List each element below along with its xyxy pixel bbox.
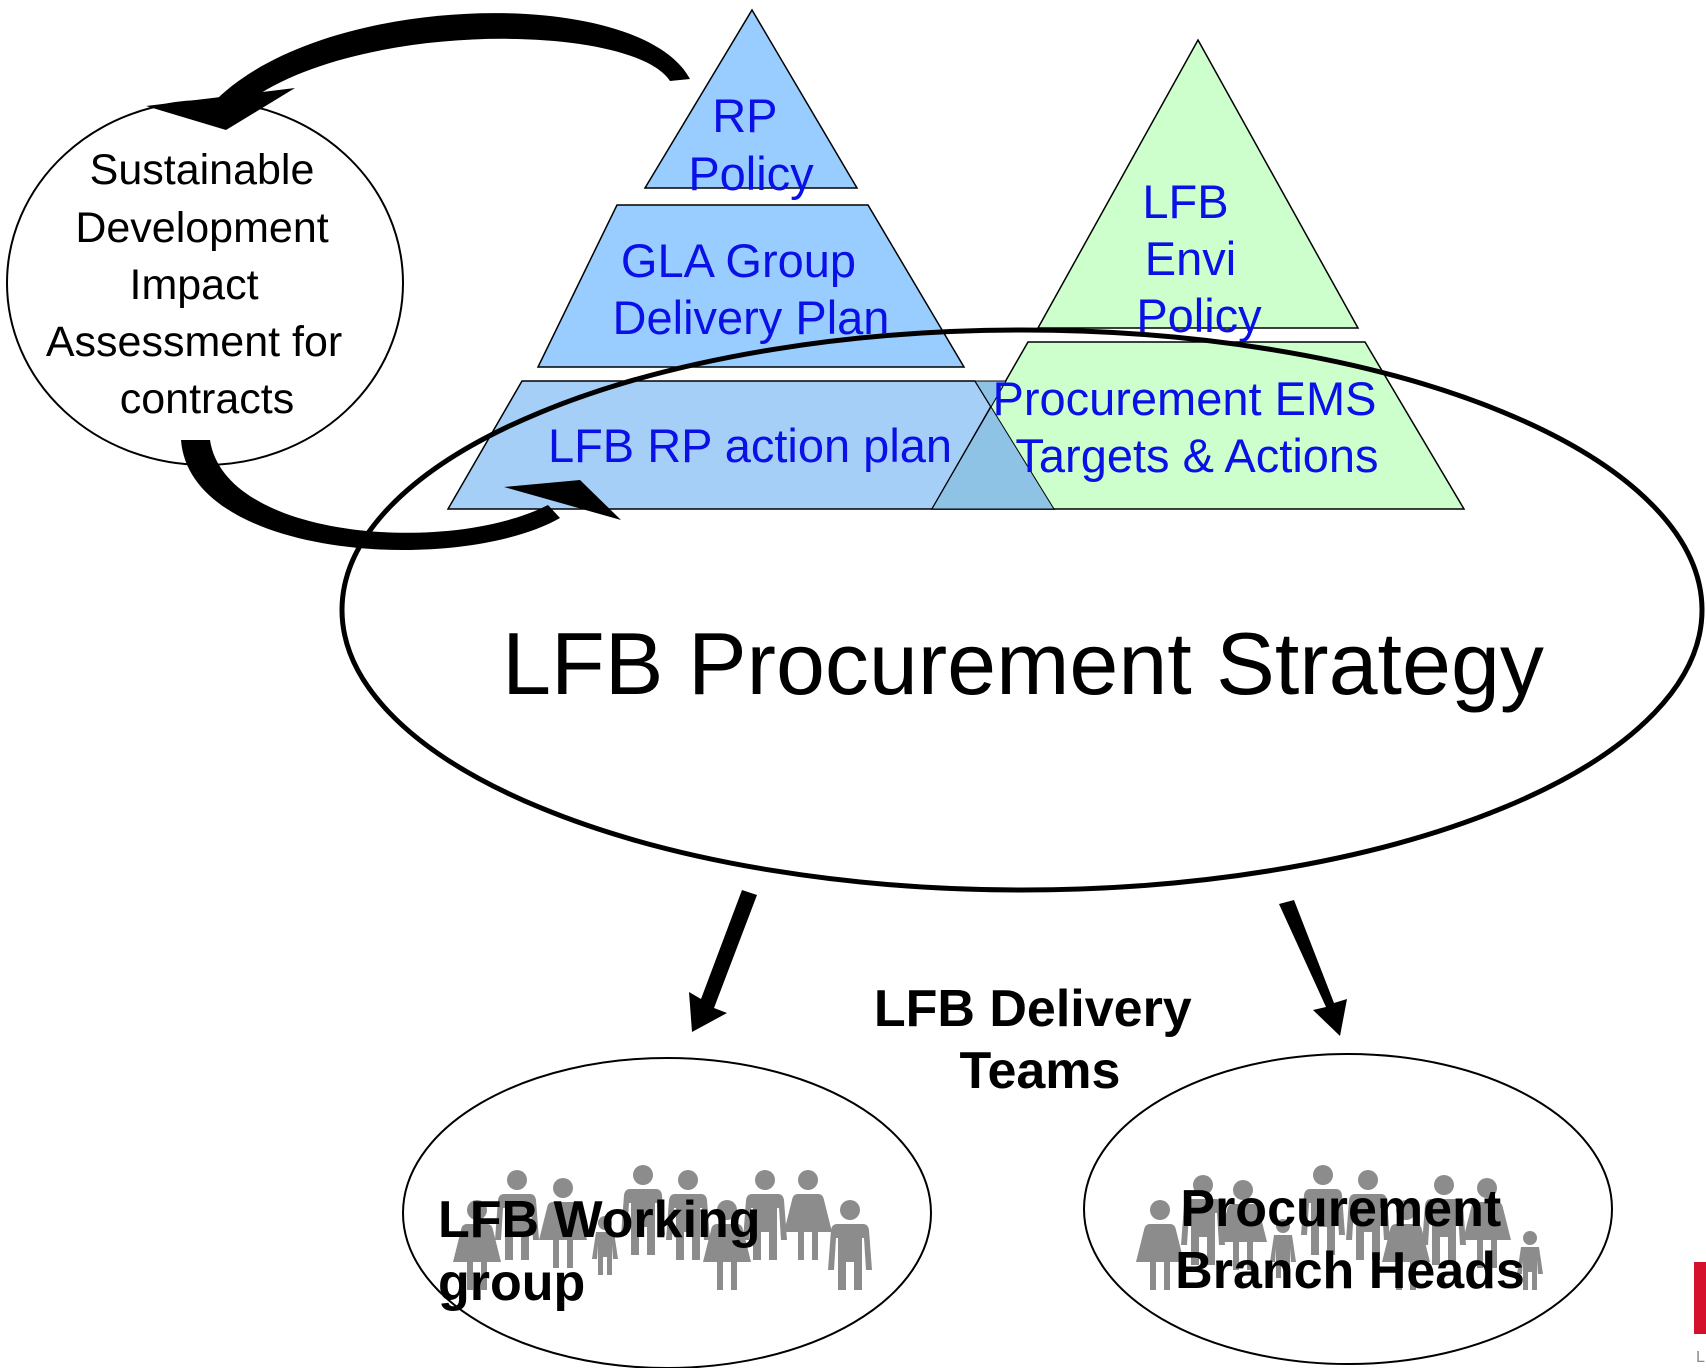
procurement-ems-label: Procurement EMS Targets & Actions — [992, 372, 1389, 482]
curved-arrow-to-rp-plan — [181, 440, 560, 551]
brand-logo-mark — [1694, 1262, 1706, 1334]
curved-arrow-to-sd — [212, 13, 690, 115]
gla-delivery-plan-tier — [536, 204, 966, 368]
branch-heads-ellipse — [1083, 1053, 1613, 1365]
curved-arrow-to-sd-head — [146, 88, 295, 130]
lfb-rp-action-plan-label: LFB RP action plan — [548, 419, 952, 472]
gla-delivery-plan-label: GLA Group Delivery Plan — [613, 234, 890, 344]
delivery-teams-label: LFB Delivery Teams — [874, 980, 1206, 1100]
rp-policy-label: RP Policy — [688, 89, 814, 200]
branch-heads-label: Procurement Branch Heads — [1175, 1180, 1525, 1300]
rp-policy-tier — [643, 8, 859, 189]
brand-logo-caption-fragment: L — [1696, 1349, 1705, 1366]
procurement-strategy-ellipse — [339, 327, 1705, 893]
lfb-envi-policy-label: LFB Envi Policy — [1136, 175, 1262, 342]
arrow-to-branch-heads — [1279, 900, 1347, 1036]
curved-arrow-to-rp-plan-head — [504, 480, 621, 520]
working-group-label: LFB Working group — [438, 1191, 775, 1312]
lfb-envi-policy-tier — [1036, 38, 1360, 329]
working-group-ellipse — [402, 1057, 932, 1368]
tier-overlap-region — [931, 380, 1055, 510]
arrow-to-working-group — [689, 890, 757, 1032]
sd-assessment-label: Sustainable Development Impact Assessmen… — [46, 146, 354, 423]
procurement-strategy-label: LFB Procurement Strategy — [502, 614, 1544, 713]
